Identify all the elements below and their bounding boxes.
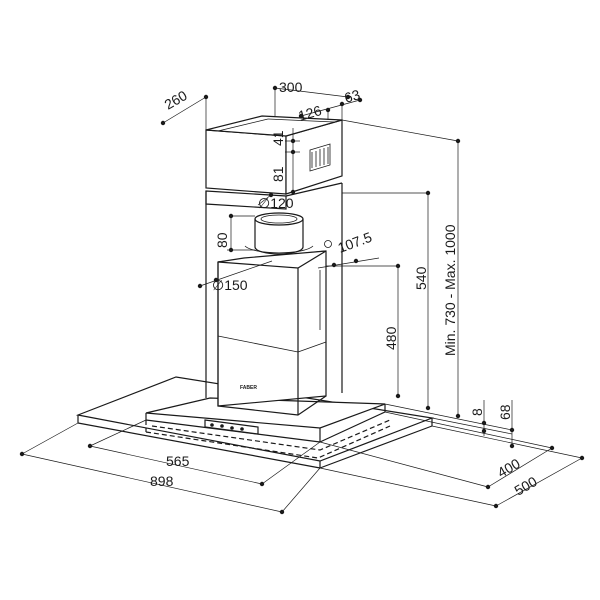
chimney-lower (205, 182, 343, 398)
dim-80: 80 (214, 232, 230, 248)
dim-260: 260 (162, 87, 190, 113)
chimney-upper (205, 115, 343, 195)
dim-68: 68 (497, 404, 513, 420)
dim-outlet-offset: 107.5 (317, 229, 380, 269)
dim-120: ∅120 (258, 195, 294, 211)
control-button (230, 426, 234, 430)
hood-body: FABER (217, 250, 327, 416)
dim-150: ∅150 (212, 277, 248, 293)
vent-grille (309, 143, 331, 172)
dim-widths: 565 898 (19, 419, 321, 515)
control-panel (204, 419, 259, 435)
dim-glass: 8 68 (469, 400, 515, 449)
control-button (210, 423, 214, 427)
hood-tray (145, 397, 391, 459)
dim-898: 898 (150, 473, 174, 489)
dim-8: 8 (469, 408, 485, 416)
dim-565: 565 (166, 453, 190, 469)
dim-41: 41 (270, 130, 286, 146)
dim-300: 300 (279, 79, 303, 95)
control-button (240, 427, 244, 431)
dim-outlet: ∅120 80 (214, 192, 294, 253)
outlet-cylinder (244, 212, 314, 255)
dim-heights: 480 540 Min. 730 - Max. 1000 (326, 119, 513, 435)
control-button (220, 424, 224, 428)
dim-63: 63 (342, 86, 362, 106)
dim-81: 81 (270, 166, 286, 182)
brand-mark: FABER (240, 385, 257, 391)
dim-body-diameter: ∅150 (197, 260, 273, 293)
dim-540: 540 (413, 266, 429, 290)
dim-126: 126 (296, 102, 323, 124)
dim-vent-height: 41 81 (270, 128, 300, 195)
dim-480: 480 (383, 326, 399, 350)
dim-400: 400 (495, 455, 523, 481)
dim-107-5: 107.5 (336, 229, 375, 256)
dim-total-height: Min. 730 - Max. 1000 (442, 224, 458, 356)
